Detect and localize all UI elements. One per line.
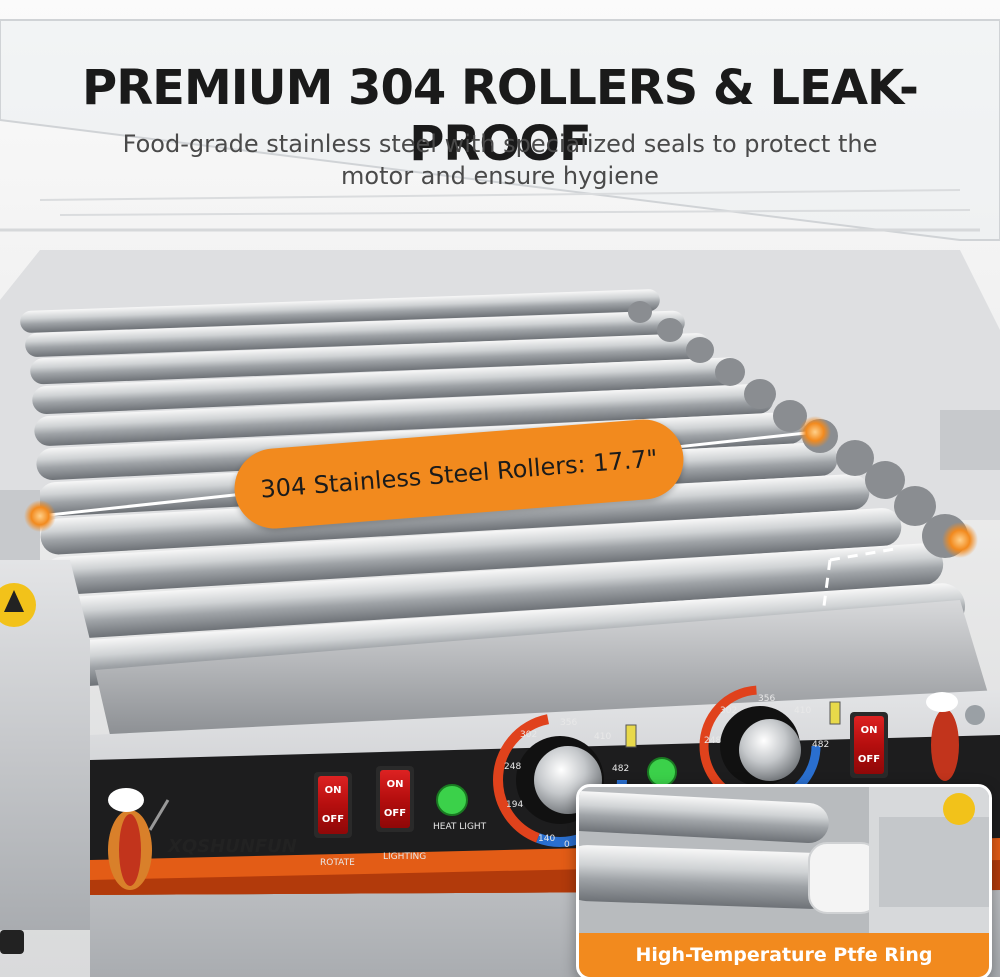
power-switch: ON OFF [850, 712, 888, 778]
headline: PREMIUM 304 ROLLERS & LEAK-PROOF [82, 60, 919, 172]
dial-tick: 140 [538, 834, 556, 844]
dial-tick: 0 [564, 840, 570, 850]
dial-tick: 410 [794, 706, 812, 716]
mascot-left [108, 788, 170, 890]
dial-tick: 356 [758, 694, 776, 704]
dial-tick: 302 [520, 730, 538, 740]
left-housing [0, 560, 90, 930]
lighting-switch: ON OFF [376, 766, 414, 832]
heat-light-left [436, 784, 468, 816]
dial-tick: 302 [720, 706, 738, 716]
switch-off-text: OFF [321, 814, 345, 825]
dial-tick: 248 [704, 736, 722, 746]
switch-on-text: ON [324, 785, 342, 796]
heat-light-right [647, 757, 677, 787]
heat-light-label: HEAT LIGHT [433, 822, 487, 832]
dial-tick: 356 [560, 718, 578, 728]
brand-logo: XQSHUNFUN [168, 836, 297, 857]
inset-caption: High-Temperature Ptfe Ring [579, 933, 989, 977]
dial-tick: 482 [612, 764, 630, 774]
drip-tray [95, 600, 990, 735]
dial-tick: 194 [506, 800, 524, 810]
ptfe-ring-closeup: High-Temperature Ptfe Ring [576, 784, 992, 977]
switch-on-text: ON [860, 725, 878, 736]
lighting-label: LIGHTING [383, 852, 427, 862]
right-post [940, 410, 1000, 470]
dial-tick: 248 [504, 762, 522, 772]
switch-on-text: ON [386, 779, 404, 790]
foot [0, 930, 24, 954]
rotate-switch: ON OFF [314, 772, 352, 838]
rotate-label: ROTATE [320, 858, 355, 868]
switch-off-text: OFF [383, 808, 407, 819]
switch-off-text: OFF [857, 754, 881, 765]
subheadline: Food-grade stainless steel with speciali… [122, 130, 878, 190]
dial-tick: 410 [594, 732, 612, 742]
mascot-right [926, 692, 985, 781]
dial-tick: 482 [812, 740, 830, 750]
